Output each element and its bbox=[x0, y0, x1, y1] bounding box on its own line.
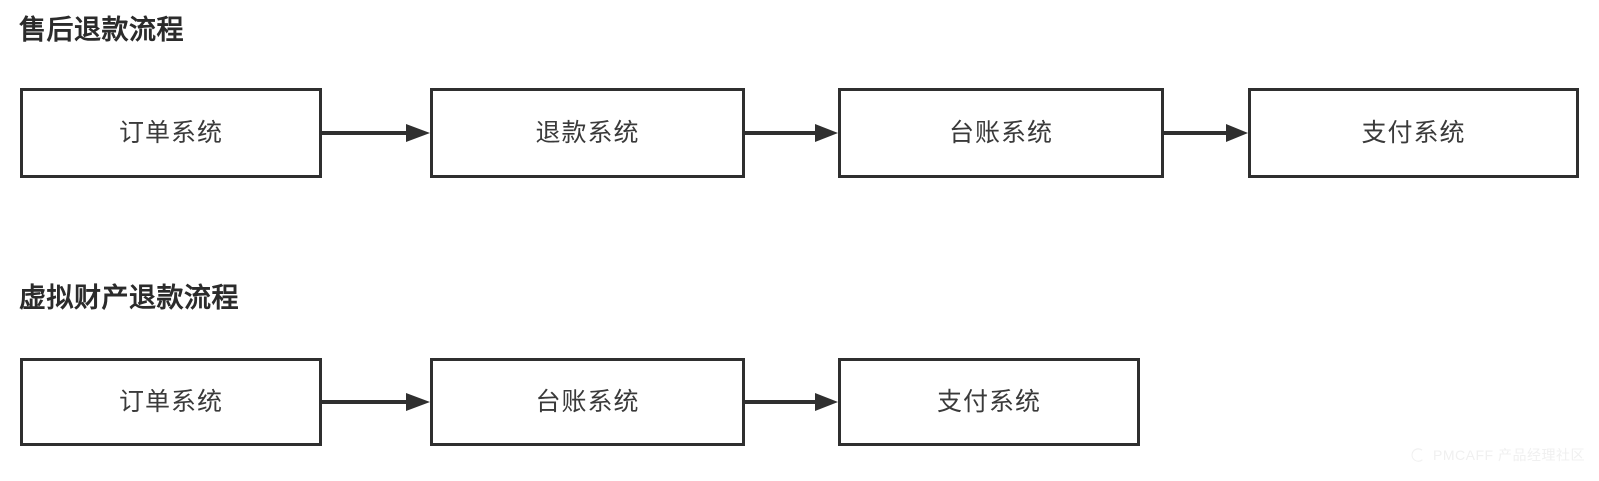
flow-node-label: 退款系统 bbox=[535, 118, 640, 147]
flow-node-ledger-system[interactable]: 台账系统 bbox=[838, 88, 1164, 178]
flow-arrow-refund-to-ledger bbox=[745, 124, 838, 142]
flow-node-label: 支付系统 bbox=[1361, 118, 1466, 147]
flow-node-payment-system[interactable]: 支付系统 bbox=[838, 358, 1140, 446]
flow-row-virtual-property-refund: 订单系统 台账系统 支付系统 bbox=[0, 358, 1599, 446]
flow-node-order-system[interactable]: 订单系统 bbox=[20, 88, 322, 178]
flow-node-label: 台账系统 bbox=[535, 387, 640, 416]
watermark: PMCAFF 产品经理社区 bbox=[1408, 445, 1585, 465]
flow-node-order-system[interactable]: 订单系统 bbox=[20, 358, 322, 446]
section-title-after-sales-refund: 售后退款流程 bbox=[19, 15, 184, 45]
flow-arrow-order-to-refund bbox=[322, 124, 430, 142]
flow-node-label: 订单系统 bbox=[118, 387, 223, 416]
pmcaff-circle-logo-icon bbox=[1411, 448, 1423, 462]
section-title-virtual-property-refund: 虚拟财产退款流程 bbox=[19, 283, 239, 313]
flow-node-payment-system[interactable]: 支付系统 bbox=[1248, 88, 1579, 178]
watermark-text: PMCAFF 产品经理社区 bbox=[1433, 447, 1585, 463]
flow-arrow-order-to-ledger bbox=[322, 393, 430, 411]
flow-node-refund-system[interactable]: 退款系统 bbox=[430, 88, 745, 178]
flow-node-ledger-system[interactable]: 台账系统 bbox=[430, 358, 745, 446]
flow-arrow-ledger-to-payment bbox=[1164, 124, 1248, 142]
flow-node-label: 支付系统 bbox=[936, 387, 1041, 416]
flow-row-after-sales-refund: 订单系统 退款系统 台账系统 支付系统 bbox=[0, 88, 1599, 178]
flow-node-label: 订单系统 bbox=[118, 118, 223, 147]
flow-arrow-ledger-to-payment bbox=[745, 393, 838, 411]
flow-node-label: 台账系统 bbox=[948, 118, 1053, 147]
